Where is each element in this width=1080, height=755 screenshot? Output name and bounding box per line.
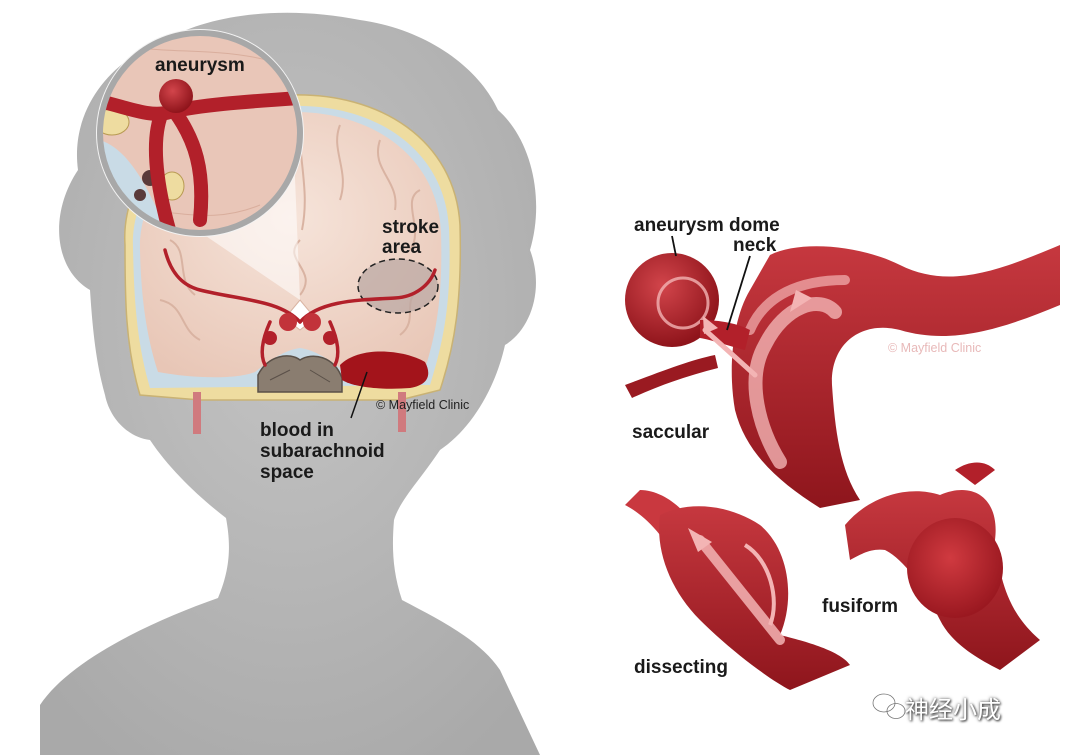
- label-aneurysm: aneurysm: [155, 55, 245, 76]
- fusiform-aneurysm-illustration: [845, 462, 1040, 670]
- saccular-aneurysm-illustration: [625, 245, 1060, 508]
- label-aneurysm-dome: aneurysm dome: [634, 215, 780, 236]
- label-fusiform: fusiform: [822, 596, 898, 617]
- aneurysm-sac: [159, 79, 193, 113]
- label-stroke-area: stroke area: [382, 217, 440, 258]
- dissecting-aneurysm-illustration: [625, 490, 850, 690]
- watermark-text: 神经小成: [905, 696, 1001, 724]
- copyright-right: © Mayfield Clinic: [888, 341, 982, 355]
- subarachnoid-blood: [340, 351, 429, 389]
- wechat-icon: [871, 692, 907, 720]
- label-saccular: saccular: [632, 422, 710, 443]
- blood-leader-line: [350, 371, 368, 419]
- copyright-left: © Mayfield Clinic: [376, 398, 470, 412]
- dome-leader-line: [671, 235, 677, 257]
- label-dissecting: dissecting: [634, 657, 728, 678]
- label-blood-in-subarachnoid-space: blood in subarachnoid space: [260, 420, 385, 483]
- neck-leader-line: [726, 255, 751, 331]
- fusiform-bulge: [907, 518, 1003, 618]
- label-neck: neck: [733, 235, 777, 256]
